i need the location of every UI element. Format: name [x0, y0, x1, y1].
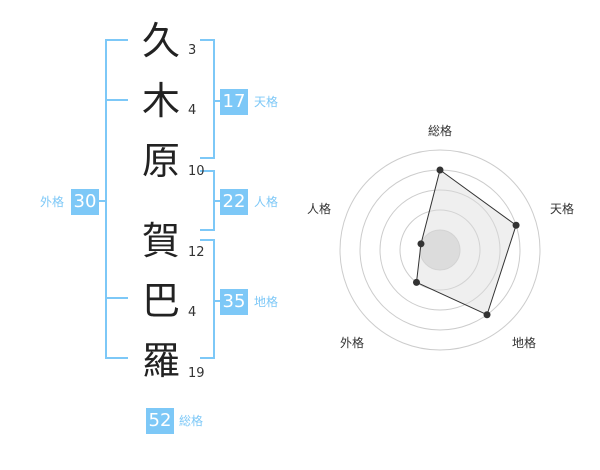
- radar-point-3: [412, 278, 420, 286]
- chikaku-bracket: [200, 239, 220, 359]
- radar-point-0: [436, 166, 444, 174]
- stroke-count-6: 19: [188, 366, 205, 381]
- radar-axis-label-chikaku: 地格: [512, 336, 537, 350]
- tenkaku-value: 17: [220, 89, 248, 115]
- radar-point-4: [417, 240, 425, 248]
- radar-axis-label-tenkaku: 天格: [550, 202, 575, 216]
- name-char-2: 木: [141, 79, 180, 123]
- soukaku-label: 総格: [179, 414, 204, 428]
- jinkaku-label: 人格: [254, 195, 279, 209]
- name-char-4: 賀: [141, 219, 180, 263]
- radar-axis-label-soukaku: 総格: [428, 124, 453, 138]
- tenkaku-bracket: [200, 39, 220, 159]
- gaikaku-label: 外格: [40, 195, 65, 209]
- jinkaku-value: 22: [220, 189, 248, 215]
- chikaku-value: 35: [220, 289, 248, 315]
- name-char-3: 原: [141, 139, 180, 183]
- radar-grid-ring: [339, 149, 541, 351]
- gaikaku-value: 30: [71, 189, 99, 215]
- radar-series-polygon: [415, 169, 517, 316]
- tenkaku-label: 天格: [254, 95, 279, 109]
- stroke-count-2: 4: [188, 103, 197, 118]
- stroke-count-5: 4: [188, 305, 197, 320]
- stroke-count-4: 12: [188, 245, 205, 260]
- name-char-1: 久: [141, 19, 180, 63]
- stroke-count-3: 10: [188, 164, 205, 179]
- name-char-6: 羅: [141, 339, 180, 383]
- radar-grid-ring: [399, 209, 481, 291]
- radar-axis-label-jinkaku: 人格: [307, 202, 332, 216]
- jinkaku-bracket: [200, 170, 220, 231]
- name-char-5: 巴: [141, 279, 180, 323]
- stroke-count-1: 3: [188, 43, 197, 58]
- radar-axis-label-gaikaku: 外格: [340, 336, 365, 350]
- radar-grid-ring: [379, 189, 501, 311]
- radar-point-2: [483, 311, 491, 319]
- radar-point-1: [512, 221, 520, 229]
- chikaku-label: 地格: [254, 295, 279, 309]
- gaikaku-bracket: [96, 39, 128, 359]
- soukaku-value: 52: [146, 408, 174, 434]
